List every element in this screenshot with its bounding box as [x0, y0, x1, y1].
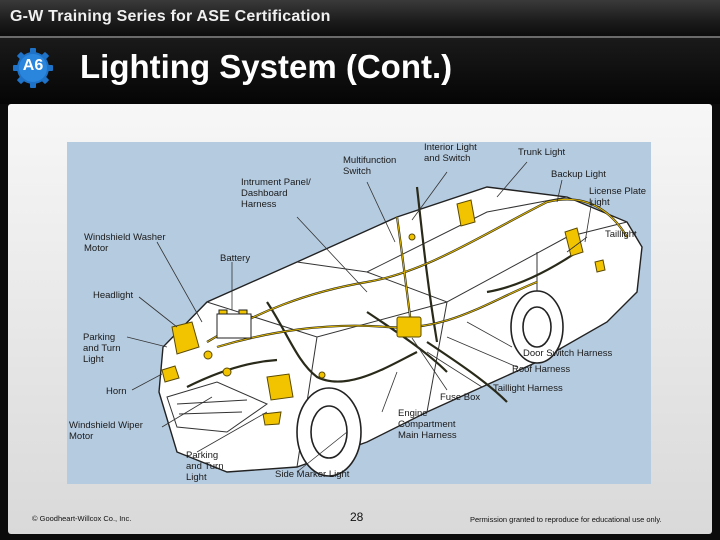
label-taillight: Taillight: [605, 229, 637, 240]
label-door-switch-harness: Door Switch Harness: [523, 348, 613, 359]
label-windshield-washer-motor: Windshield Washer Motor: [84, 232, 166, 254]
series-title: G-W Training Series for ASE Certificatio…: [10, 8, 331, 25]
label-horn: Horn: [106, 386, 127, 397]
label-multifunction-switch: Multifunction Switch: [343, 155, 397, 177]
label-trunk-light: Trunk Light: [518, 147, 566, 158]
label-license-plate-light: License Plate Light: [589, 186, 647, 208]
label-side-marker-light: Side Marker Light: [275, 469, 350, 480]
badge-gear-icon: [13, 48, 53, 88]
label-headlight: Headlight: [93, 290, 134, 301]
slide-title: Lighting System (Cont.): [80, 48, 453, 85]
title-bar: [0, 38, 720, 104]
label-parking-turn-light-lower: Parking and Turn Light: [186, 450, 224, 483]
label-interior-light: Interior Light and Switch: [424, 142, 477, 164]
permission-notice: Permission granted to reproduce for educ…: [470, 515, 662, 524]
label-battery: Battery: [220, 253, 251, 264]
label-fuse-box: Fuse Box: [440, 392, 481, 403]
car-wiring-illustration: [126, 161, 643, 477]
copyright-notice: © Goodheart-Willcox Co., Inc.: [32, 514, 132, 523]
label-parking-turn-light-front: Parking and Turn Light: [83, 332, 121, 365]
header-band: [0, 0, 720, 36]
label-instrument-panel-harness: Intrument Panel/ Dashboard Harness: [241, 177, 311, 210]
page-number: 28: [350, 510, 364, 524]
wiring-diagram-figure: [67, 142, 651, 484]
label-windshield-wiper-motor: Windshield Wiper Motor: [69, 420, 143, 442]
label-taillight-harness: Taillight Harness: [493, 383, 563, 394]
header-divider: [0, 36, 720, 38]
label-backup-light: Backup Light: [551, 169, 606, 180]
label-engine-compartment-harness: Engine Compartment Main Harness: [398, 408, 457, 441]
badge-label: A6: [22, 57, 44, 74]
label-roof-harness: Roof Harness: [512, 364, 571, 375]
